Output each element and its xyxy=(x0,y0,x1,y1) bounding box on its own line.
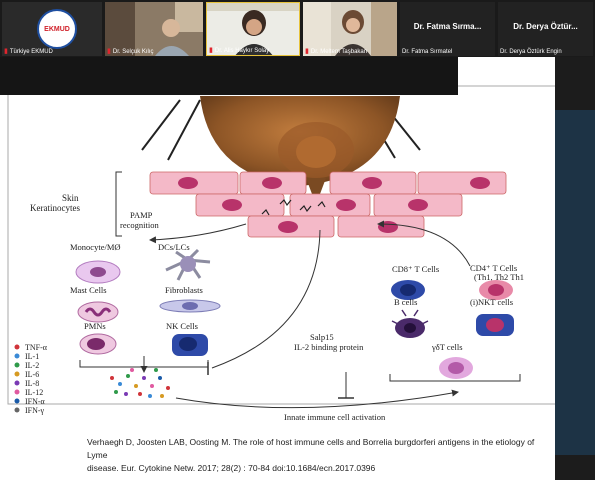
innate-label: Innate immune cell activation xyxy=(284,412,386,422)
slide-top-band xyxy=(0,57,458,95)
mast-label: Mast Cells xyxy=(70,285,107,295)
cytokine-il8: IL-8 xyxy=(25,379,39,388)
participant-tile[interactable]: Dr. Fatma Sırma... Dr. Fatma Sırmatel xyxy=(400,2,495,56)
participant-name: Dr. Meltem Taşbakan xyxy=(310,48,368,55)
skin-layer xyxy=(149,171,507,238)
pmns-label: PMNs xyxy=(84,321,106,331)
mic-muted-icon: ▮ xyxy=(209,47,213,54)
participant-name: Dr. Selçuk Kılıç xyxy=(112,48,154,55)
nk-label: NK Cells xyxy=(166,321,198,331)
participant-display-name: Dr. Derya Öztür... xyxy=(513,22,578,31)
b-cell xyxy=(391,309,429,338)
participant-name: Dr. Fatma Sırmatel xyxy=(402,49,453,55)
mast-cell xyxy=(75,260,121,284)
skin-cell xyxy=(417,171,507,195)
participant-name: Dr. Derya Öztürk Engin xyxy=(500,49,562,55)
cytokine-ifna: IFN-α xyxy=(25,397,46,406)
skin-label: Skin xyxy=(62,193,79,203)
gdt-label: γδT cells xyxy=(431,342,463,352)
th-label: (Th1, Th2 Th1 xyxy=(474,272,524,282)
monocyte-label: Monocyte/MØ xyxy=(70,242,121,252)
participant-strip: EKMUD ▮Türkiye EKMUD ▮Dr. Selçuk Kılıç ▮… xyxy=(0,0,595,57)
participant-tile[interactable]: ▮Dr. Alis Haykır Solay xyxy=(206,2,300,56)
cd4-cell xyxy=(479,280,513,300)
skin-bracket xyxy=(115,171,122,237)
pmn-cell xyxy=(77,301,119,323)
right-cluster-bracket xyxy=(389,374,521,382)
cd4-label: CD4⁺ T Cells xyxy=(470,263,517,273)
pamp-label: PAMP xyxy=(130,210,153,220)
cytokine-cloud xyxy=(110,368,170,398)
participant-display-name: Dr. Fatma Sırma... xyxy=(413,22,482,31)
mic-muted-icon: ▮ xyxy=(4,48,8,55)
cytokine-il2: IL-2 xyxy=(25,361,39,370)
gdt-cell xyxy=(439,357,473,379)
participant-tile[interactable]: EKMUD ▮Türkiye EKMUD xyxy=(2,2,102,56)
participant-video xyxy=(207,3,299,55)
cd8-label: CD8⁺ T Cells xyxy=(392,264,439,274)
bcells-label: B cells xyxy=(394,297,417,307)
pamp-cd4-arrow xyxy=(377,220,471,267)
inhibit-line xyxy=(211,229,321,369)
participant-tile[interactable]: ▮Dr. Selçuk Kılıç xyxy=(105,2,203,56)
participant-video xyxy=(303,2,397,56)
cytokine-il6: IL-6 xyxy=(25,370,39,379)
pamp-arrow xyxy=(149,223,247,244)
inkt-label: (i)NKT cells xyxy=(470,297,513,307)
salp15-label: Salp15 xyxy=(310,332,334,342)
monocyte-cell xyxy=(79,333,117,355)
reference-citation: Verhaegh D, Joosten LAB, Oosting M. The … xyxy=(87,436,555,475)
logo-text: EKMUD xyxy=(44,25,70,33)
salp-binding-label: IL-2 binding protein xyxy=(294,342,364,352)
mic-muted-icon: ▮ xyxy=(107,48,111,55)
participant-tile[interactable]: ▮Dr. Meltem Taşbakan xyxy=(303,2,397,56)
cytokine-tnf: TNF-α xyxy=(25,343,48,352)
participant-name: Dr. Alis Haykır Solay xyxy=(214,47,270,54)
recognition-label: recognition xyxy=(120,220,159,230)
tick-illustration xyxy=(141,96,421,194)
cytokine-il1: IL-1 xyxy=(25,352,39,361)
keratinocytes-label: Keratinocytes xyxy=(30,203,80,213)
nk-cell xyxy=(172,334,208,356)
cd8-cell xyxy=(391,280,425,300)
immune-diagram: Skin Keratinocytes PAMP recognition Mono… xyxy=(7,85,555,422)
cytokine-markers xyxy=(14,344,20,413)
innate-arrow xyxy=(175,389,459,409)
cytokine-ifng: IFN-γ xyxy=(25,406,45,415)
participant-video xyxy=(105,2,203,56)
nkt-cell xyxy=(476,314,514,336)
side-panel xyxy=(555,110,595,455)
participant-name: Türkiye EKMUD xyxy=(9,48,53,55)
ekmud-logo: EKMUD xyxy=(37,9,77,49)
fibroblast-cell xyxy=(159,299,221,313)
cytokine-il12: IL-12 xyxy=(25,388,43,397)
dcs-label: DCs/LCs xyxy=(158,242,190,252)
shared-slide: Skin Keratinocytes PAMP recognition Mono… xyxy=(0,57,555,480)
skin-cell xyxy=(289,193,371,217)
fibro-label: Fibroblasts xyxy=(165,285,203,295)
reference-line-2: disease. Eur. Cytokine Netw. 2017; 28(2)… xyxy=(87,463,376,473)
reference-line-1: Verhaegh D, Joosten LAB, Oosting M. The … xyxy=(87,437,535,460)
dendritic-cell xyxy=(165,248,211,281)
participant-tile[interactable]: Dr. Derya Öztür... Dr. Derya Öztürk Engi… xyxy=(498,2,593,56)
mic-muted-icon: ▮ xyxy=(305,48,309,55)
